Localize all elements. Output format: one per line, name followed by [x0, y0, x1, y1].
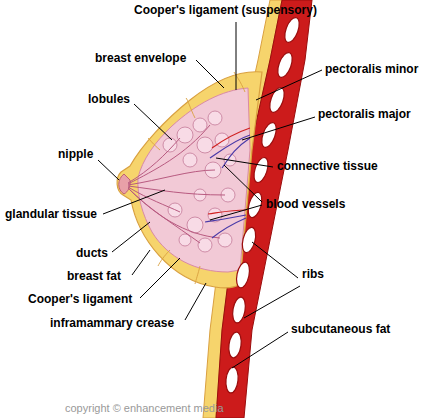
part-label: blood vessels	[266, 197, 345, 211]
part-label: lobules	[88, 92, 130, 106]
part-label: breast envelope	[95, 51, 186, 65]
part-label: breast fat	[67, 269, 121, 283]
part-label: subcutaneous fat	[291, 322, 390, 336]
coopers-ligaments	[148, 72, 245, 284]
lobules	[163, 111, 236, 252]
part-label: pectoralis major	[318, 107, 411, 121]
part-label: connective tissue	[277, 159, 378, 173]
part-label: Cooper's ligament (suspensory)	[134, 3, 317, 17]
part-label: Cooper's ligament	[28, 292, 132, 306]
part-label: ribs	[302, 267, 324, 281]
ducts	[128, 125, 225, 243]
breast-envelope	[117, 72, 262, 288]
part-label: nipple	[58, 147, 93, 161]
arteries	[208, 128, 250, 214]
part-label: inframammary crease	[50, 316, 174, 330]
part-label: glandular tissue	[5, 207, 97, 221]
watermark: copyright © enhancement media	[65, 401, 224, 415]
part-label: pectoralis minor	[325, 62, 418, 76]
blood-vessels	[205, 135, 250, 238]
part-label: ducts	[76, 246, 108, 260]
